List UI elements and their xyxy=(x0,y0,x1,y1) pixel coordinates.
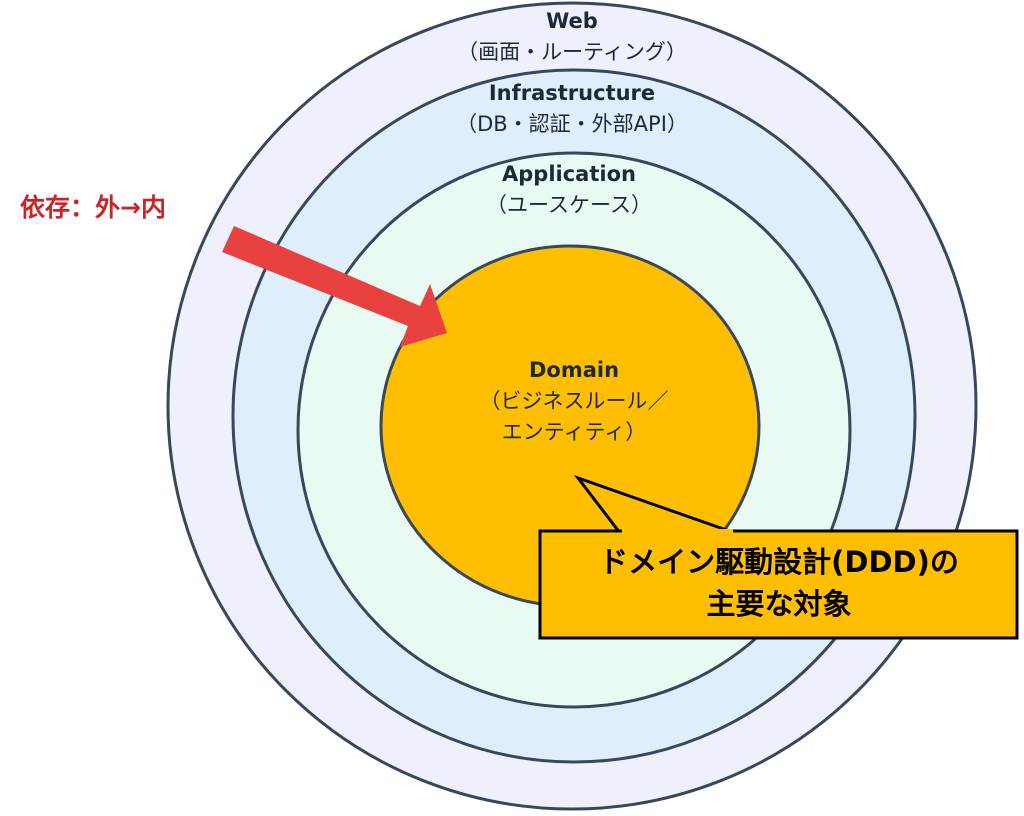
callout-line-1: ドメイン駆動設計(DDD)の xyxy=(599,545,959,579)
web-layer-label: Web （画面・ルーティング） xyxy=(457,6,687,68)
infrastructure-layer-label: Infrastructure （DB・認証・外部API） xyxy=(456,78,688,140)
infrastructure-layer-subtitle: （DB・認証・外部API） xyxy=(456,112,688,136)
ddd-callout: ドメイン駆動設計(DDD)の 主要な対象 xyxy=(540,531,1018,639)
application-layer-title: Application xyxy=(502,162,636,186)
callout-box xyxy=(538,529,1019,640)
web-layer-title: Web xyxy=(546,9,598,33)
domain-layer-subtitle-2: エンティティ） xyxy=(501,420,647,444)
domain-layer-subtitle: （ビジネスルール／ xyxy=(479,389,669,413)
domain-layer-title: Domain xyxy=(528,358,620,382)
infrastructure-layer-title: Infrastructure xyxy=(488,81,656,105)
application-layer-label: Application （ユースケース） xyxy=(486,159,652,221)
application-layer-subtitle: （ユースケース） xyxy=(486,193,652,217)
callout-line-2: 主要な対象 xyxy=(706,587,852,621)
dependency-label: 依存：外→内 xyxy=(20,193,166,222)
dependency-arrow xyxy=(222,226,447,347)
domain-layer-label: Domain （ビジネスルール／ エンティティ） xyxy=(480,355,669,448)
web-layer-subtitle: （画面・ルーティング） xyxy=(457,40,687,64)
